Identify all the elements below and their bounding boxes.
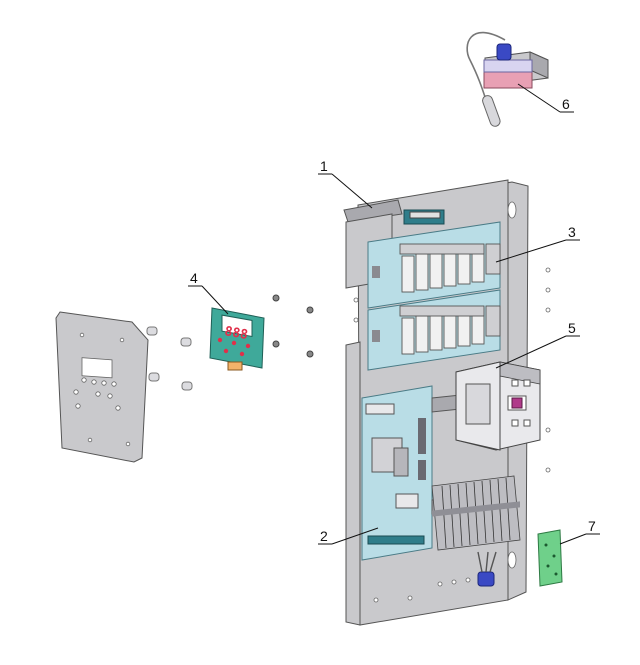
relay-row-upper [399,243,501,293]
callout-2: 2 [320,528,328,544]
relay-row-lower [399,305,501,355]
callout-4: 4 [190,270,198,286]
callout-labels: 1 2 3 4 5 6 7 [190,96,596,544]
display-board-part-4: 888 [209,307,265,371]
contactor-part-5 [455,361,541,451]
cable-gland [477,551,497,587]
thermostat-part-6 [466,31,549,127]
callout-6: 6 [562,96,570,112]
spacers-and-nuts [146,294,314,391]
terminal-blocks [431,475,521,551]
front-panel-plate [55,311,149,463]
relay-boards-part-3 [367,209,501,371]
callout-1: 1 [320,158,328,174]
leader-lines [188,83,600,545]
control-board-part-2 [361,385,433,561]
seven-segment-display: 888 [223,324,249,343]
callout-3: 3 [568,224,576,240]
filter-board-part-7 [537,529,563,587]
callout-5: 5 [568,320,576,336]
callout-7: 7 [588,518,596,534]
